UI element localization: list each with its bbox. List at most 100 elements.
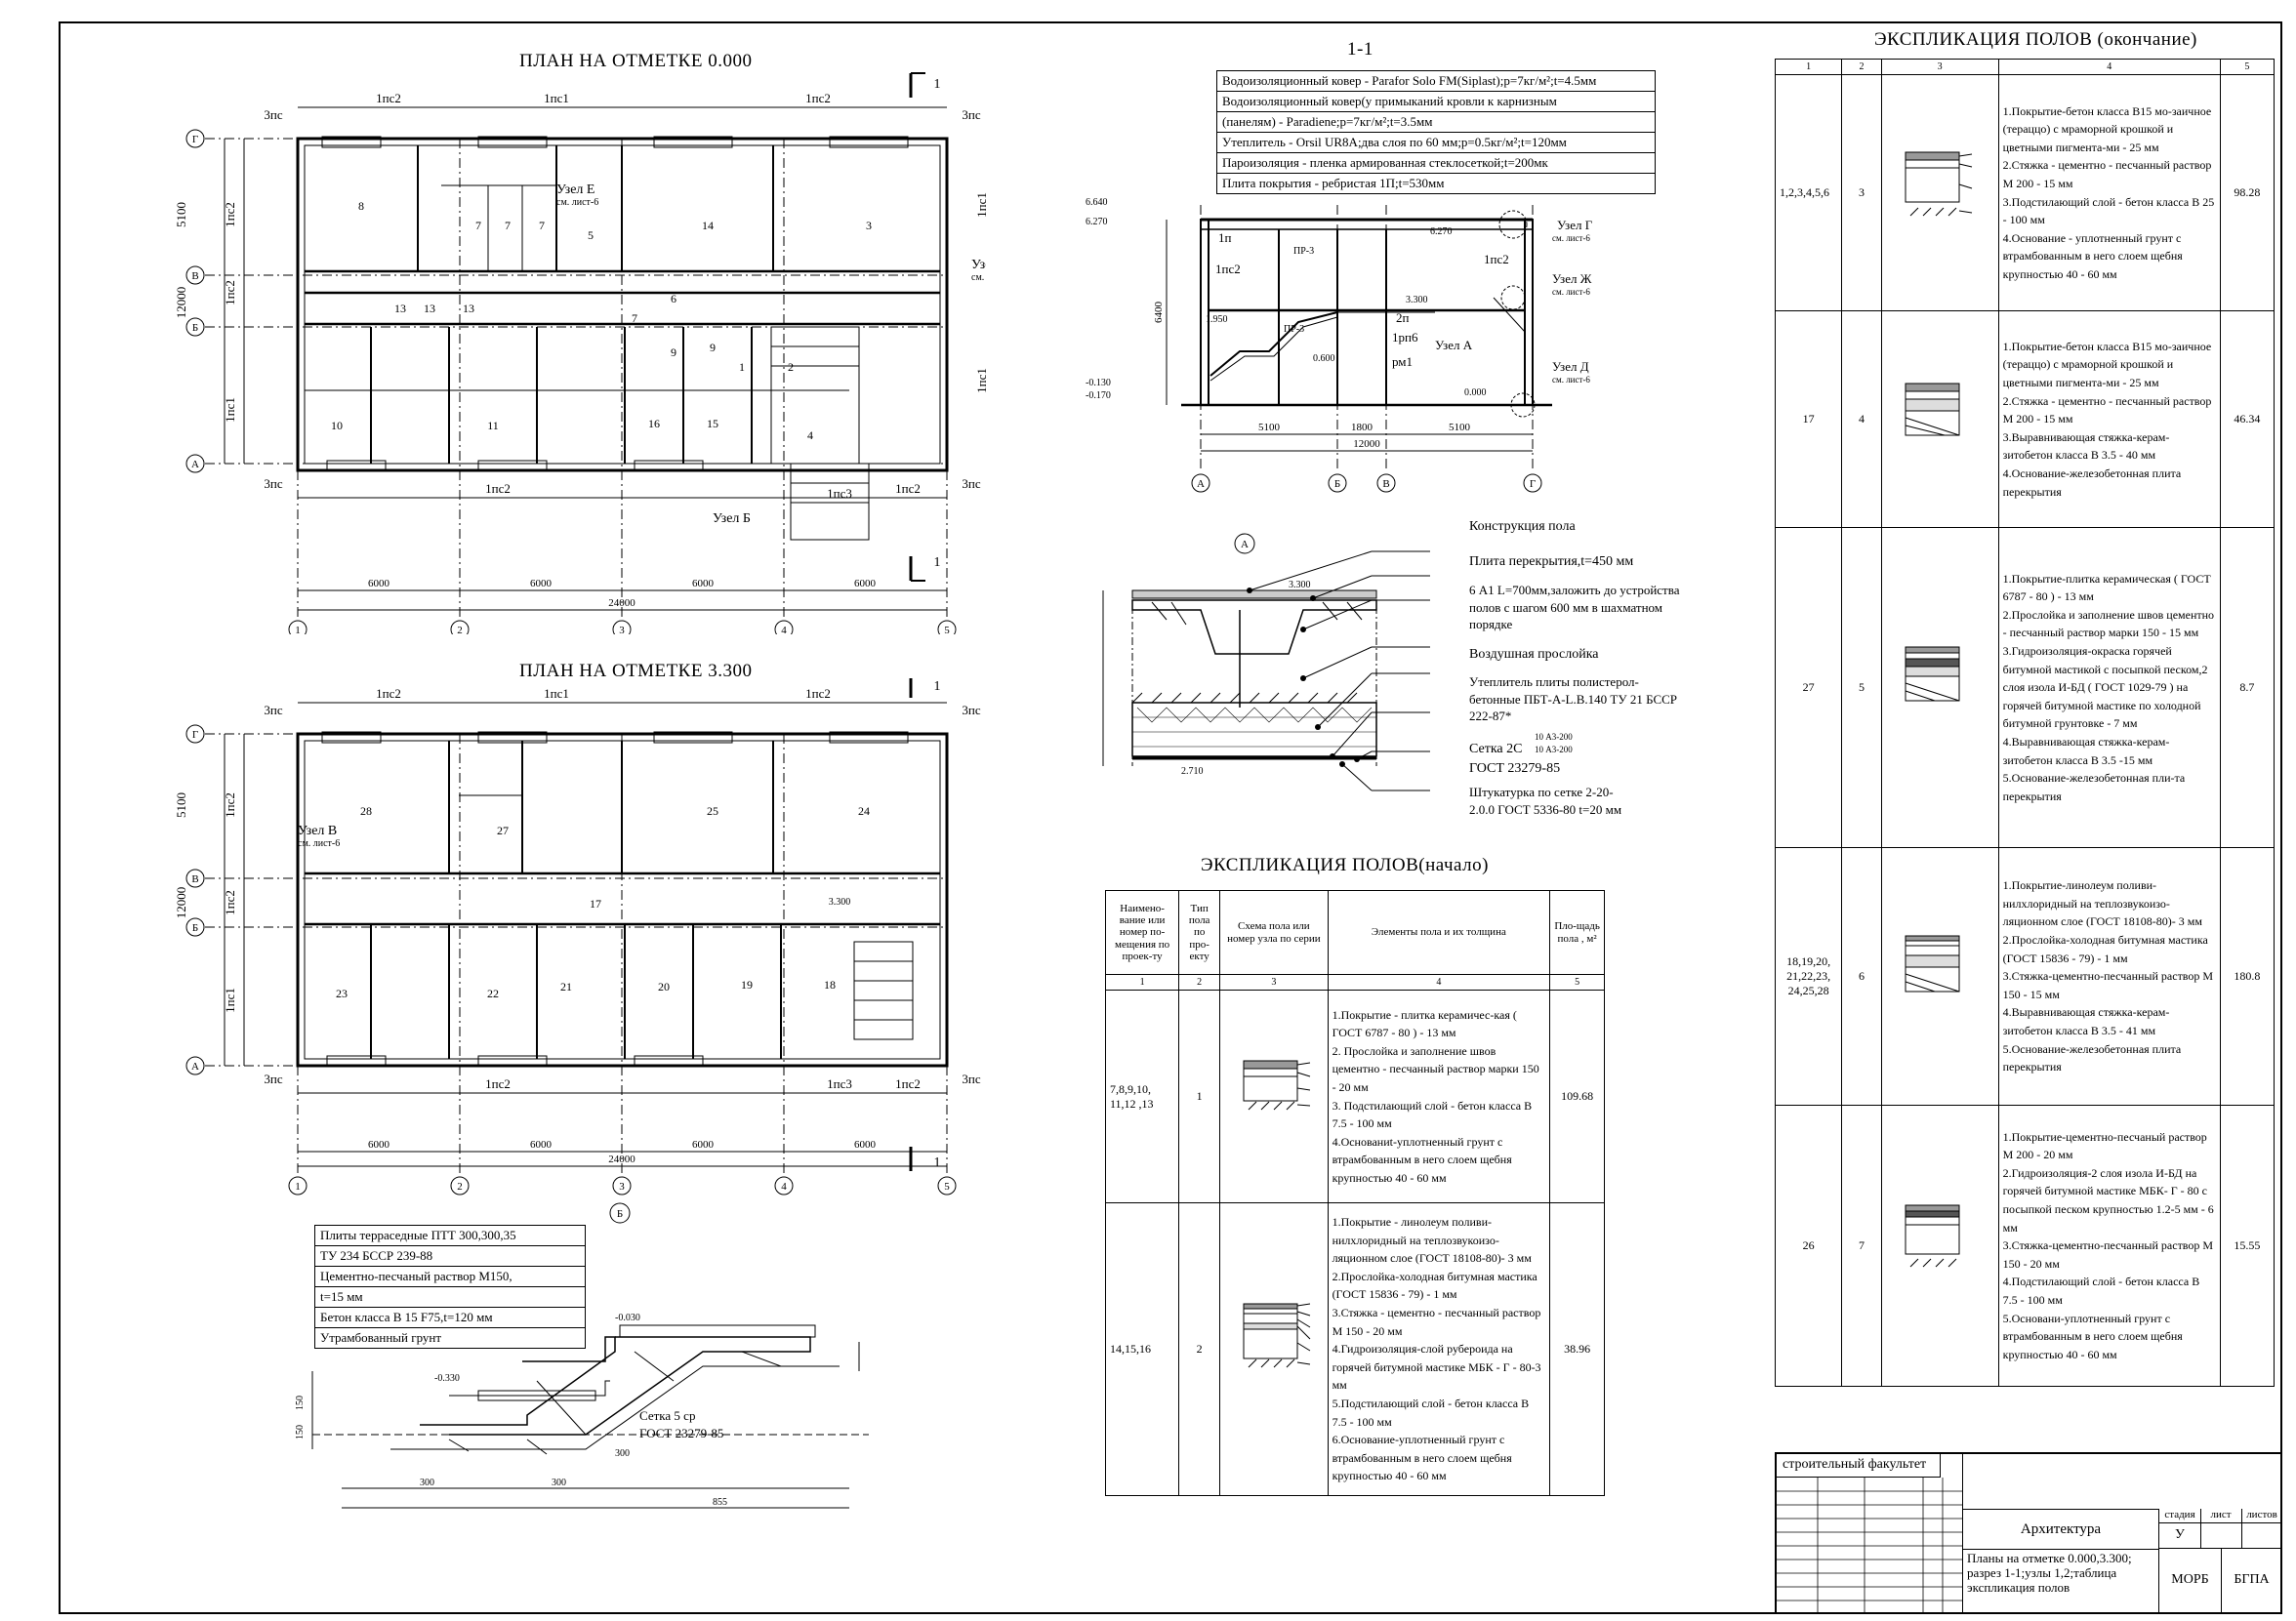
nodeB-gost: ГОСТ 23279-85: [639, 1426, 723, 1440]
layer-row: Утеплитель - Orsil UR8A;два слоя по 60 м…: [1216, 132, 1656, 152]
plan1-drawing: Г В Б А 1 2 3 4 5 6000 6000 6000 6000 24…: [174, 72, 986, 634]
axis-label: А: [1197, 478, 1205, 490]
bay-dim: 6000: [854, 578, 877, 589]
bay-dim: 6000: [854, 1139, 877, 1151]
scheme-cell: [1219, 990, 1329, 1203]
type-cell: 2: [1178, 1202, 1221, 1496]
table-row: 17 4 1.Покрытие-бетон класса В15 мо-заич…: [1774, 310, 2276, 528]
stamp-right: стадия лист листов У МОРБ БГПА: [2158, 1509, 2282, 1612]
nodeB-label: Плиты терраседные ПТТ 300,300,35: [314, 1225, 586, 1245]
axis-label: 3: [619, 625, 625, 634]
room-number: 9: [671, 345, 676, 359]
room-number: 18: [824, 978, 836, 992]
sheet-value: [2200, 1522, 2242, 1549]
elements-cell: 1.Покрытие-цементно-песчаный раствор М 2…: [1997, 1105, 2221, 1387]
col-number: 2: [1178, 974, 1221, 991]
row-dim: 12000: [174, 887, 188, 919]
type-cell: 6: [1841, 847, 1882, 1106]
axis-label: 4: [781, 1181, 787, 1193]
org-2: БГПА: [2234, 1572, 2270, 1587]
corner-panel-label: 3пс: [962, 703, 980, 717]
corner-panel-label: 3пс: [264, 476, 282, 491]
nodeB-dim: 855: [713, 1497, 727, 1508]
stamp-main: Архитектура Планы на отметке 0.000,3.300…: [1962, 1454, 2282, 1612]
nodeA-label: ГОСТ 23279-85: [1469, 761, 1561, 776]
node-label: Узел А: [1435, 338, 1473, 352]
axis-label: Г: [192, 134, 198, 145]
node-label: Узел Г: [1557, 218, 1593, 232]
elements-cell: 1.Покрытие-бетон класса В15 мо-заичное (…: [1997, 74, 2221, 311]
type-cell: 1: [1178, 990, 1221, 1203]
level-mark: -0.030: [615, 1313, 640, 1323]
room-number: 3: [866, 219, 872, 232]
bay-dim: 6000: [692, 1139, 715, 1151]
scheme-cell: [1219, 1202, 1329, 1496]
nodeA-label: Утеплитель плиты полистерол-бетонные ПБТ…: [1469, 674, 1678, 724]
elements-cell: 1.Покрытие-бетон класса В15 мо-заичное (…: [1997, 310, 2221, 528]
nodeB-dim: 300: [552, 1478, 566, 1488]
section-layers: Водоизоляционный ковер - Parafor Solo FM…: [1216, 70, 1656, 194]
expl-end-title: ЭКСПЛИКАЦИЯ ПОЛОВ (окончание): [1874, 29, 2197, 50]
section-panel: 1пс2: [1215, 262, 1241, 276]
row-dim: 5100: [174, 792, 188, 818]
cut-label: 1: [934, 555, 941, 570]
axis-label: Б: [192, 322, 198, 334]
axis-label: А: [191, 1061, 199, 1073]
nodeB-dim: 150: [295, 1425, 306, 1439]
section-panel: ПР-3: [1284, 324, 1304, 335]
room-number: 10: [331, 419, 343, 432]
elements-cell: 1.Покрытие-плитка керамическая ( ГОСТ 67…: [1997, 527, 2221, 848]
level-mark: -0.170: [1086, 390, 1111, 401]
col-header: Тип пола по про-екту: [1178, 890, 1221, 975]
level-mark: 3.300: [829, 897, 851, 908]
row-dim: 5100: [174, 202, 188, 227]
col-header: Наимено-вание или номер по-мещения по пр…: [1104, 890, 1180, 975]
section-dim: 5100: [1258, 422, 1281, 433]
room-number: 13: [394, 302, 406, 315]
nodeA-label: Сетка 2С: [1469, 742, 1523, 756]
nodeB-label: ТУ 234 БССР 239-88: [314, 1245, 586, 1266]
panel-label: 1пс2: [376, 686, 401, 701]
col-number: 3: [1219, 974, 1329, 991]
area-cell: 180.8: [2219, 847, 2276, 1106]
nodeA-mesh: 10 А3-200: [1535, 745, 1573, 754]
node-ref: см. лист-6: [1552, 233, 1590, 243]
title-block: строительный факультет Архитектура Планы…: [1775, 1452, 2282, 1614]
room-number: 9: [710, 341, 716, 354]
axis-label: В: [191, 873, 198, 885]
side-panel: 1пс2: [223, 202, 237, 227]
section-drawing: А Б В Г 5100 1800 5100 12000 6400 6.640 …: [1086, 197, 1593, 493]
table-row: 27 5 1.Покрытие-плитка керамическая ( ГО…: [1774, 527, 2276, 848]
panel-label: 1пс2: [895, 1076, 921, 1091]
layer-row: (панелям) - Paradiene;p=7кг/м²;t=3.5мм: [1216, 111, 1656, 132]
corner-panel-label: 3пс: [264, 1072, 282, 1086]
panel-label: 1пс2: [485, 481, 511, 496]
level-mark: 6.270: [1086, 217, 1108, 227]
axis-label: Г: [192, 729, 198, 741]
room-number: 25: [707, 804, 718, 818]
elements-cell: 1.Покрытие - плитка керамичес-кая ( ГОСТ…: [1327, 990, 1551, 1203]
corner-panel-label: 3пс: [962, 476, 980, 491]
bay-dim: 6000: [530, 1139, 553, 1151]
scheme-cell: [1880, 310, 1999, 528]
panel-label: 1пс2: [805, 686, 831, 701]
room-number: 7: [539, 219, 545, 232]
plan2-drawing: Г В Б А 1 2 3 4 5 6000 6000 6000 6000 24…: [174, 678, 981, 1195]
layer-row: Водоизоляционный ковер - Parafor Solo FM…: [1216, 70, 1656, 91]
section-panel: 1пс2: [1484, 252, 1509, 266]
node-label: Узел Ж: [1552, 271, 1592, 286]
panel-label: 1пс2: [485, 1076, 511, 1091]
section-dim: 1800: [1351, 422, 1374, 433]
area-cell: 46.34: [2219, 310, 2276, 528]
node-label: Узел Б: [713, 511, 751, 526]
type-cell: 4: [1841, 310, 1882, 528]
room-number: 2: [788, 360, 794, 374]
subject: Архитектура: [1963, 1509, 2158, 1550]
rooms-cell: 17: [1774, 310, 1843, 528]
expl-end-table: 1 2 3 4 5 1,2,3,4,5,6 3 1.Покрытие-бетон…: [1774, 59, 2276, 1387]
col-number: 5: [2219, 59, 2276, 75]
level-mark: 0.600: [1313, 353, 1335, 364]
corner-panel-label: 3пс: [962, 107, 980, 122]
rooms-cell: 7,8,9,10, 11,12 ,13: [1104, 990, 1180, 1203]
section-panel: рм1: [1392, 354, 1413, 369]
